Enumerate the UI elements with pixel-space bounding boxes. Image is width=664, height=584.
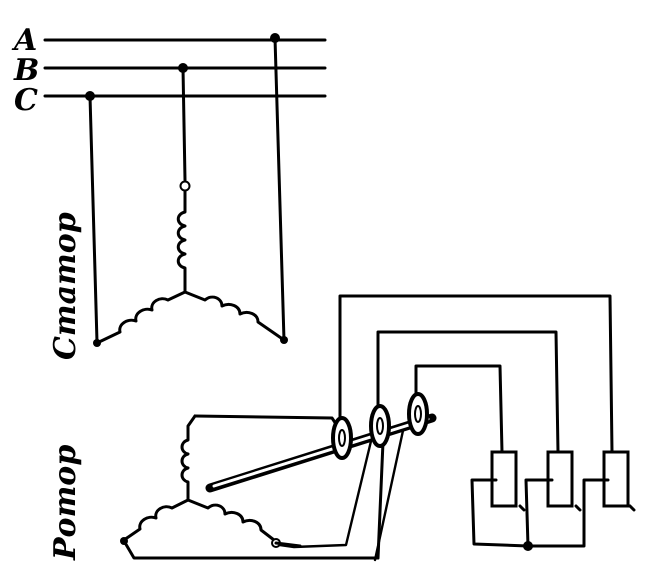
- slip-ring-1: [331, 416, 353, 460]
- rheostat-3-tail: [628, 504, 636, 512]
- rotor-lead-2: [122, 440, 385, 560]
- slider-1: [470, 478, 530, 548]
- stator-lead-b: [181, 66, 187, 182]
- slip-ring-1-bore: [338, 429, 346, 447]
- brush-lead-1: [338, 294, 614, 454]
- slip-ring-3-bore: [414, 405, 422, 423]
- stator-coil-right: [183, 290, 286, 342]
- rotor-lead-end: [274, 541, 302, 548]
- slip-ring-2-bore: [376, 417, 384, 435]
- slider-3: [526, 478, 610, 548]
- stator-coil-left: [95, 290, 187, 345]
- rotor-lead-2b: [278, 435, 374, 549]
- rotor-coil-top: [180, 414, 197, 502]
- rotor-label: Ротор: [48, 445, 83, 561]
- slip-ring-2: [369, 404, 391, 448]
- stator-label: Статор: [48, 212, 83, 360]
- brush-lead-2: [376, 330, 560, 454]
- rotor-lead-3: [373, 424, 406, 562]
- rheostat-2-tail: [574, 504, 582, 512]
- phase-a-label: A: [11, 23, 37, 58]
- brush-lead-3: [414, 364, 504, 454]
- rheostat-star-point: [523, 541, 533, 551]
- slip-ring-3: [407, 392, 429, 436]
- stator-terminal-top: [179, 180, 191, 192]
- rotor-coil-right: [186, 498, 276, 542]
- rotor-shaft: [205, 413, 437, 493]
- rotor-lead-1: [193, 414, 342, 432]
- rheostat-1-tail: [518, 504, 526, 512]
- slider-2: [524, 478, 554, 548]
- shaft-inner: [212, 417, 430, 488]
- stator-lead-c: [88, 94, 99, 344]
- brush-leads: [338, 294, 614, 454]
- rotor-coil-left: [122, 498, 190, 542]
- stator-winding: [85, 33, 288, 347]
- starting-rheostat: [470, 450, 636, 551]
- slip-rings: [331, 392, 429, 460]
- phase-c-label: C: [14, 83, 38, 118]
- phase-b-label: B: [13, 53, 39, 88]
- stator-lead-a: [273, 36, 286, 342]
- stator-coil-top: [176, 189, 187, 294]
